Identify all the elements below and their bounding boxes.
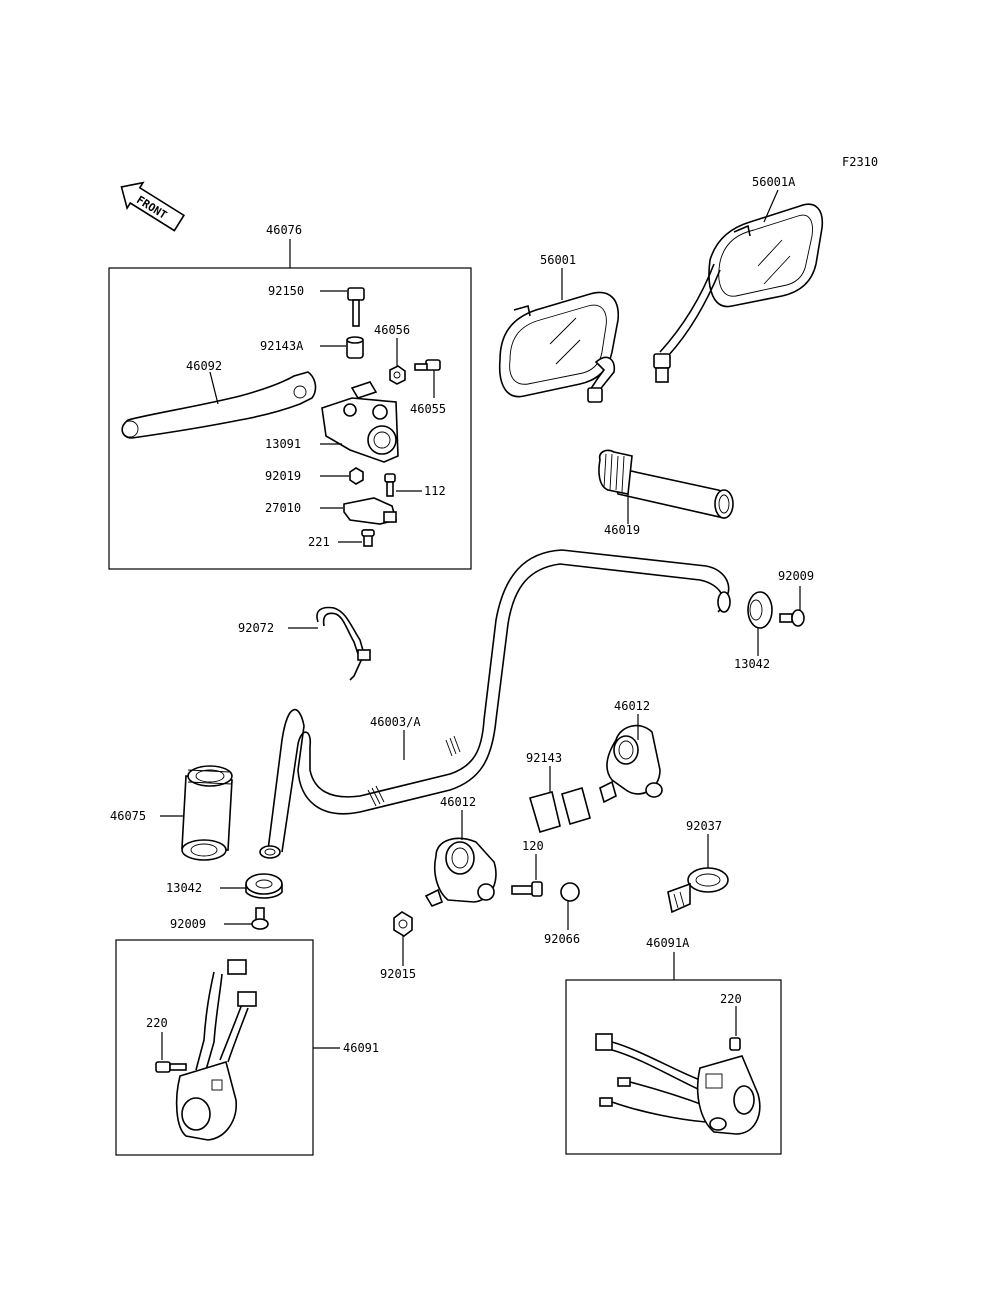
label-46003a: 46003/A <box>370 715 421 729</box>
label-120: 120 <box>522 839 544 853</box>
mirror-56001a-icon <box>653 203 824 383</box>
throttle-grip-46019-icon <box>598 449 734 519</box>
label-13042-right: 13042 <box>734 657 770 671</box>
label-221: 221 <box>308 535 330 549</box>
label-56001: 56001 <box>540 253 576 267</box>
label-13091: 13091 <box>265 437 301 451</box>
bar-end-13042-left-icon <box>245 873 283 899</box>
throttle-housing-46012-lower-icon <box>424 837 497 907</box>
label-13042-left: 13042 <box>166 881 202 895</box>
front-arrow-icon: FRONT <box>120 181 186 232</box>
figure-code: F2310 <box>842 155 878 169</box>
nut-46056-icon <box>389 365 406 385</box>
label-46055: 46055 <box>410 402 446 416</box>
clutch-lever-46092-icon <box>121 371 317 439</box>
label-46075: 46075 <box>110 809 146 823</box>
label-46091a: 46091A <box>646 936 690 950</box>
label-92015: 92015 <box>380 967 416 981</box>
label-27010: 27010 <box>265 501 301 515</box>
label-92066: 92066 <box>544 932 580 946</box>
label-92150: 92150 <box>268 284 304 298</box>
adjuster-92037-icon <box>667 867 729 914</box>
left-switch-46091-icon <box>155 959 257 1141</box>
label-46056: 46056 <box>374 323 410 337</box>
label-112: 112 <box>424 484 446 498</box>
mirror-56001-icon <box>498 291 619 403</box>
screw-120-icon <box>511 881 543 897</box>
switch-27010-icon <box>343 497 397 525</box>
bolt-92009-right-icon <box>779 609 805 627</box>
right-switch-46091a-icon <box>595 1033 761 1135</box>
label-46012-upper: 46012 <box>614 699 650 713</box>
label-92019: 92019 <box>265 469 301 483</box>
label-46019: 46019 <box>604 523 640 537</box>
label-46012-lower: 46012 <box>440 795 476 809</box>
screw-221-icon <box>361 529 375 547</box>
handlebar-46003a-icon <box>259 549 731 859</box>
label-220-right: 220 <box>720 992 742 1006</box>
label-92009-left: 92009 <box>170 917 206 931</box>
label-46091: 46091 <box>343 1041 379 1055</box>
bolt-92150-icon <box>347 287 365 327</box>
cap-92066-icon <box>560 882 580 902</box>
collar-92143a-icon <box>346 336 364 359</box>
label-92009-right: 92009 <box>778 569 814 583</box>
lever-bracket-13091-icon <box>321 381 399 463</box>
label-92143a: 92143A <box>260 339 304 353</box>
label-46076: 46076 <box>266 223 302 237</box>
label-92143: 92143 <box>526 751 562 765</box>
throttle-housing-46012-upper-icon <box>599 724 663 804</box>
nut-92015-icon <box>393 911 413 937</box>
screw-46055-icon <box>414 359 441 371</box>
nut-92019-icon <box>349 467 364 485</box>
label-92072: 92072 <box>238 621 274 635</box>
label-56001a: 56001A <box>752 175 796 189</box>
screw-112-icon <box>384 473 396 497</box>
bolt-92009-left-icon <box>251 907 269 930</box>
label-92037: 92037 <box>686 819 722 833</box>
collar-92143-icon <box>529 786 591 833</box>
bar-end-13042-right-icon <box>747 591 773 629</box>
label-220-left: 220 <box>146 1016 168 1030</box>
cable-strap-92072-icon <box>316 606 371 681</box>
left-grip-46075-icon <box>181 765 233 861</box>
label-46092: 46092 <box>186 359 222 373</box>
